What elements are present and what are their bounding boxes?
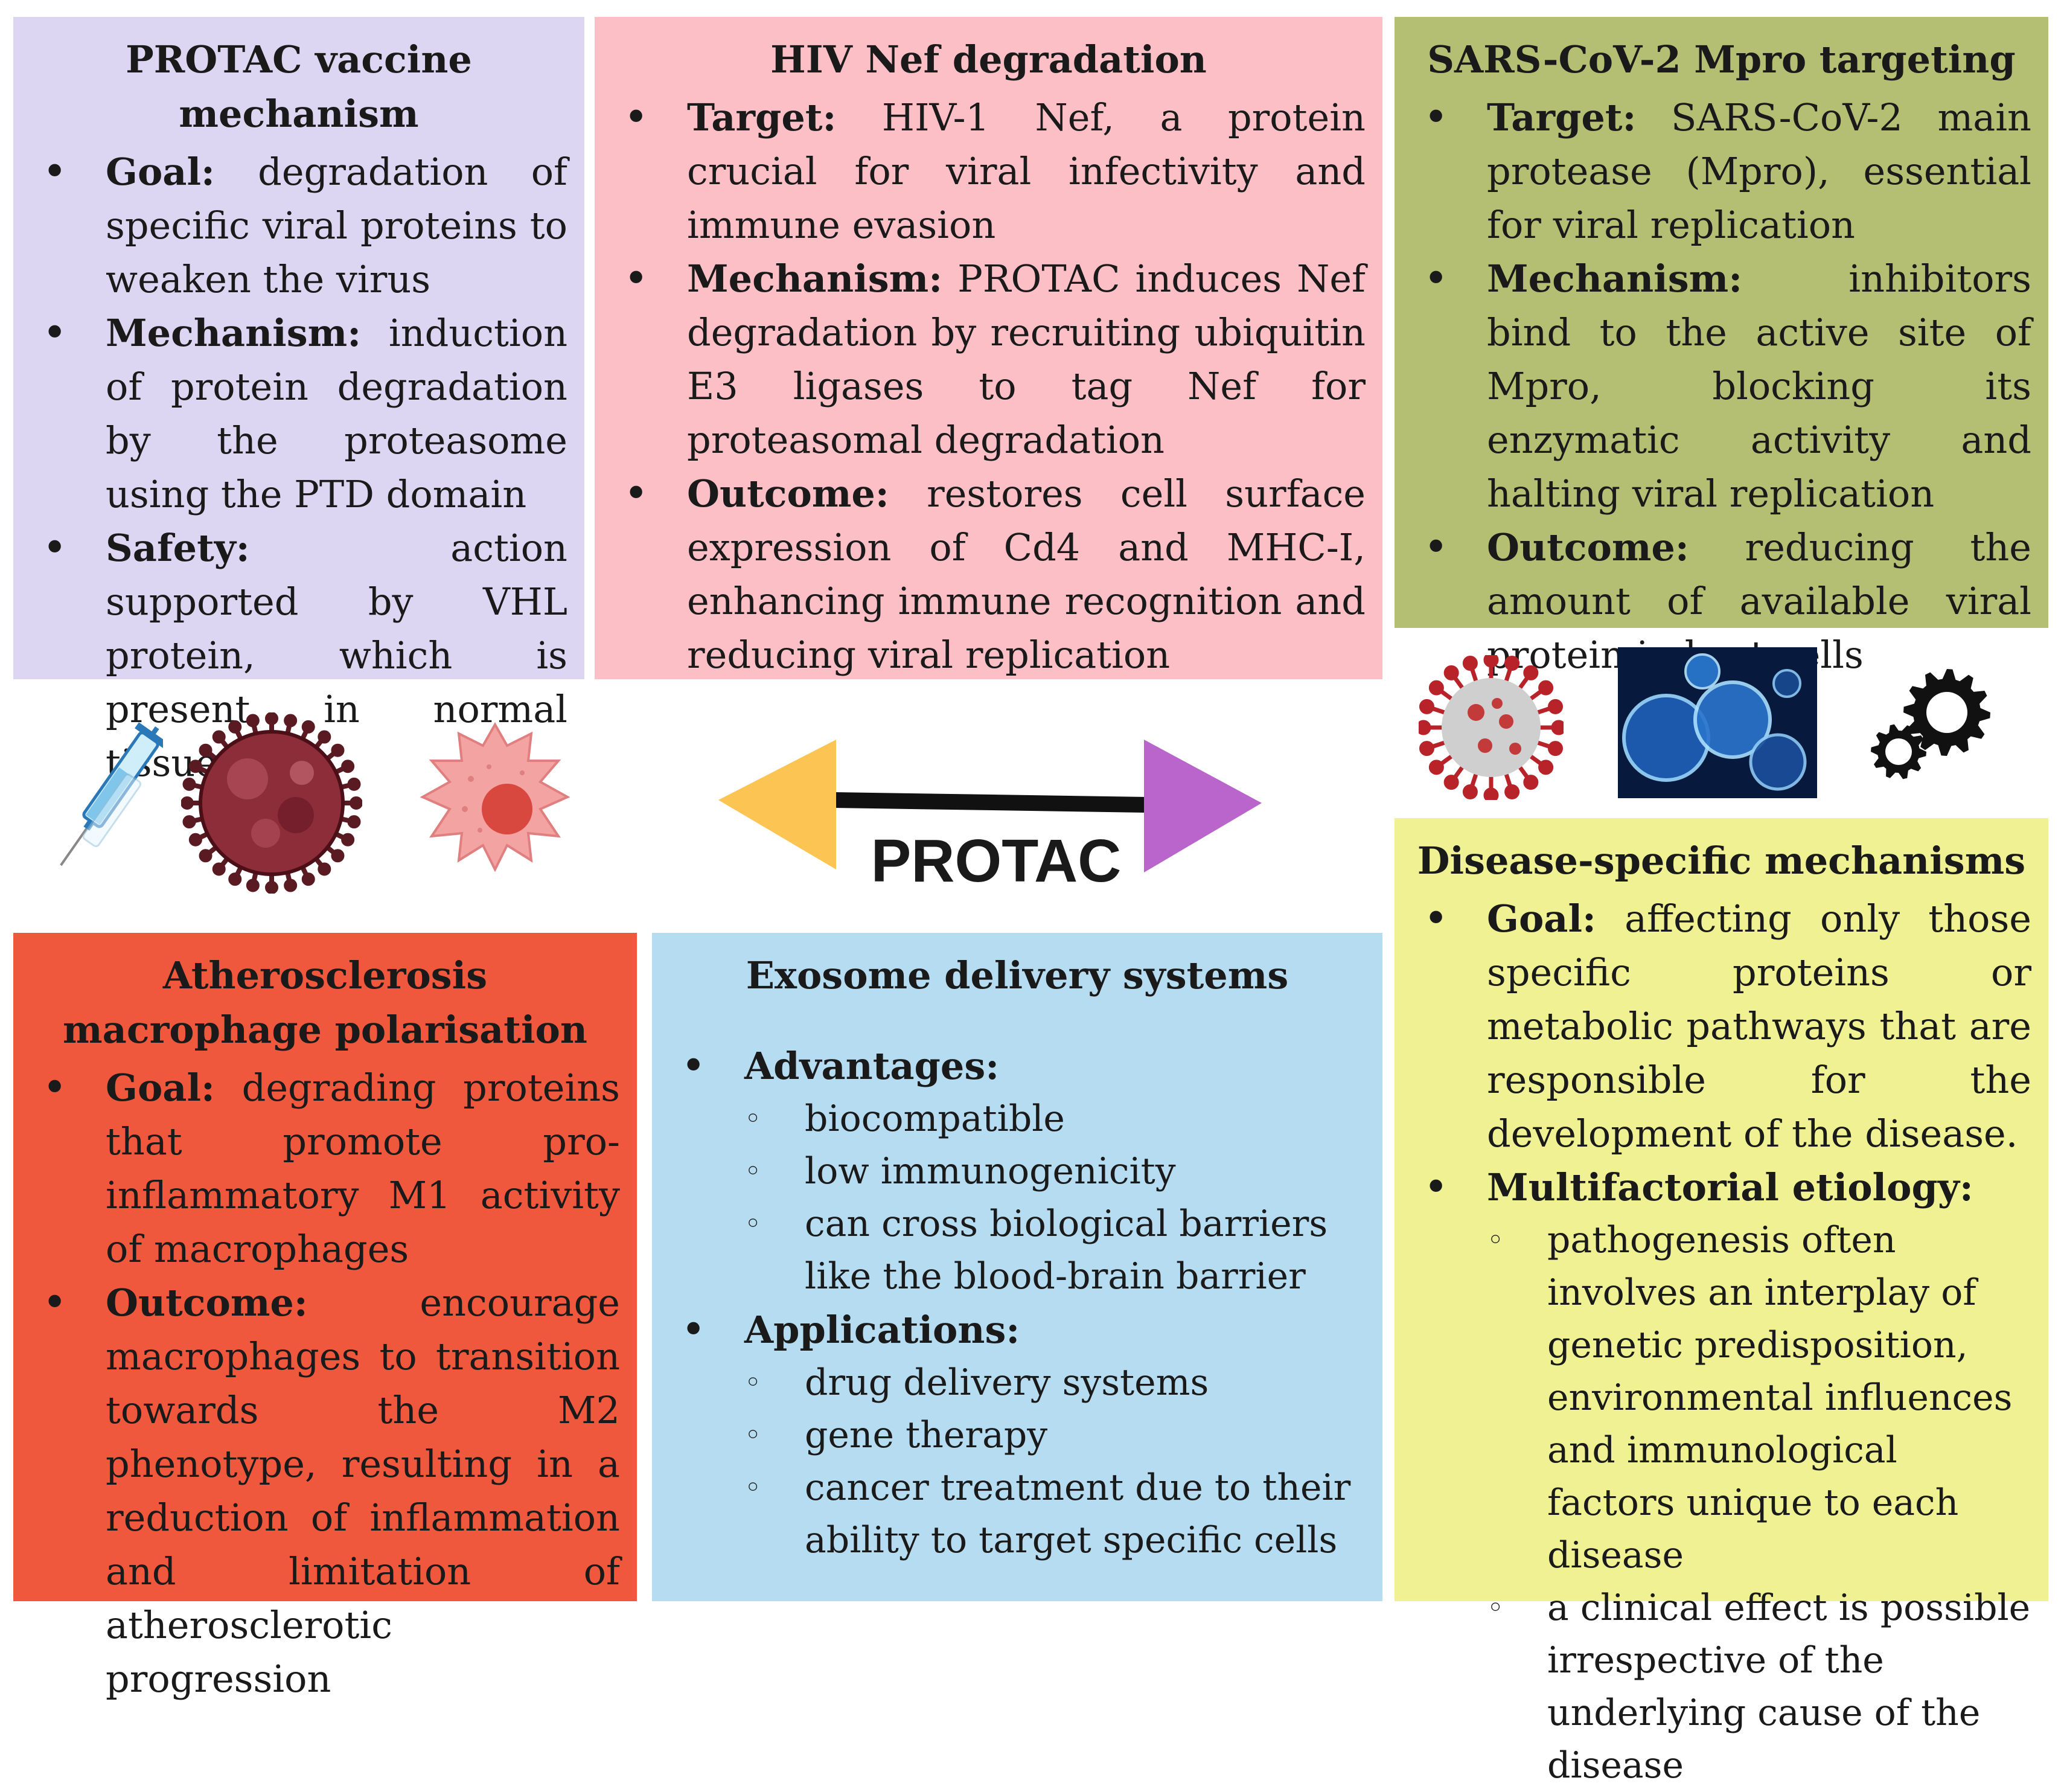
spike-tip	[347, 777, 361, 791]
sars-item-outcome: Outcome: reducing the amount of availabl…	[1411, 520, 2031, 682]
vaccine-item-goal: Goal: degradation of specific viral prot…	[30, 145, 567, 306]
spike-tip	[1538, 680, 1554, 696]
spike-tip	[265, 881, 278, 894]
spike-tip	[246, 878, 260, 892]
spike-tip	[1538, 760, 1554, 775]
disease-sub-item: pathogenesis often involves an interplay…	[1487, 1214, 2031, 1582]
spike-tip	[284, 714, 298, 728]
exosome-advantage-item: biocompatible	[744, 1093, 1366, 1145]
spike-tip	[181, 796, 194, 810]
spike-tip	[1548, 741, 1564, 757]
athero-title: Atherosclerosis macrophage polarisation	[63, 953, 587, 1052]
exosome-advantage-item: low immunogenicity	[744, 1145, 1366, 1198]
spike-tip	[1551, 720, 1564, 735]
sars-mpro-panel: SARS-CoV-2 Mpro targeting Target: SARS-C…	[1395, 17, 2048, 677]
gear-hole	[1926, 692, 1967, 733]
spike-tip	[265, 712, 278, 725]
vaccine-mechanism-panel: PROTAC vaccine mechanism Goal: degradati…	[13, 17, 584, 785]
spike-tip	[1419, 741, 1434, 757]
sars-item-mechanism: Mechanism: inhibitors bind to the active…	[1411, 252, 2031, 520]
spike-tip	[1504, 655, 1520, 671]
disease-item-etiology: Multifactorial etiology: pathogenesis of…	[1411, 1160, 2031, 1792]
vaccine-item-mechanism: Mechanism: induction of protein degradat…	[30, 306, 567, 521]
hiv-item-target: Target: HIV-1 Nef, a protein crucial for…	[612, 91, 1366, 252]
spike-tip	[1462, 784, 1478, 800]
spike-tip	[1428, 760, 1444, 775]
gear-hole	[1885, 738, 1912, 765]
spike-tip	[199, 849, 212, 863]
hiv-item-outcome: Outcome: restores cell surface expressio…	[612, 467, 1366, 682]
virus-icon	[181, 712, 362, 894]
spike-tip	[1523, 775, 1539, 790]
disease-specific-panel: Disease-specific mechanisms Goal: affect…	[1395, 818, 2048, 1787]
sars-item-target: Target: SARS-CoV-2 main protease (Mpro),…	[1411, 91, 2031, 252]
spike-tip	[331, 849, 345, 863]
spike-tip	[284, 878, 298, 892]
spike-tip	[188, 760, 202, 773]
vaccine-item-safety: Safety: action supported by VHL protein,…	[30, 521, 567, 790]
exosome-advantages: Advantages: biocompatible low immunogeni…	[669, 1039, 1366, 1303]
hiv-item-mechanism: Mechanism: PROTAC induces Nef degradatio…	[612, 252, 1366, 467]
spike-tip	[228, 720, 242, 734]
spike-tip	[341, 760, 355, 773]
spike-tip	[182, 777, 196, 791]
spike-tip	[347, 815, 361, 829]
exosome-application-item: cancer treatment due to their ability to…	[744, 1462, 1366, 1567]
coronavirus-icon	[1419, 655, 1564, 800]
spike-tip	[318, 730, 331, 744]
spike-tip	[1483, 655, 1499, 668]
sars-title: SARS-CoV-2 Mpro targeting	[1427, 37, 2016, 82]
spike-tip	[301, 720, 315, 734]
spike-tip	[1504, 784, 1520, 800]
spike-tip	[212, 730, 226, 744]
spike-tip	[1523, 665, 1539, 680]
vaccine-title: PROTAC vaccine mechanism	[126, 37, 472, 136]
spike-tip	[1483, 787, 1499, 800]
hiv-nef-panel: HIV Nef degradation Target: HIV-1 Nef, a…	[595, 17, 1382, 679]
spike-tip	[1462, 655, 1478, 671]
spike-tip	[1548, 699, 1564, 714]
macrophage-icon	[420, 722, 570, 872]
exosome-applications: Applications: drug delivery systems gene…	[669, 1303, 1366, 1567]
athero-item-goal: Goal: degrading proteins that promote pr…	[30, 1061, 620, 1276]
disease-title: Disease-specific mechanisms	[1417, 839, 2026, 883]
gears-icon	[1871, 669, 1990, 779]
spike-tip	[1428, 680, 1444, 696]
spike-tip	[1419, 720, 1431, 735]
protac-label: PROTAC	[871, 827, 1122, 895]
spike-tip	[350, 796, 362, 810]
exosome-application-item: gene therapy	[744, 1409, 1366, 1462]
spike-tip	[1443, 665, 1459, 680]
spike-tip	[301, 872, 315, 886]
exosome-application-item: drug delivery systems	[744, 1357, 1366, 1409]
athero-item-outcome: Outcome: encourage macrophages to transi…	[30, 1276, 620, 1706]
double-arrow-icon	[718, 740, 1262, 872]
spike-tip	[182, 815, 196, 829]
spike-tip	[341, 833, 355, 846]
exosome-advantage-item: can cross biological barriers like the b…	[744, 1198, 1366, 1303]
spike-tip	[331, 743, 345, 757]
spike-tip	[1419, 699, 1434, 714]
disease-sub-item: a clinical effect is possible irrespecti…	[1487, 1582, 2031, 1792]
syringe-icon	[60, 722, 163, 866]
spike-tip	[246, 714, 260, 728]
spike-tip	[188, 833, 202, 846]
disease-item-goal: Goal: affecting only those specific prot…	[1411, 892, 2031, 1160]
atherosclerosis-panel: Atherosclerosis macrophage polarisation …	[13, 933, 637, 1701]
exosome-vesicles-icon	[1618, 647, 1817, 798]
spike-tip	[318, 862, 331, 876]
spike-tip	[199, 743, 212, 757]
exosome-panel: Exosome delivery systems Advantages: bio…	[652, 933, 1382, 1601]
spike-tip	[228, 872, 242, 886]
spike-tip	[1443, 775, 1459, 790]
spike-tip	[212, 862, 226, 876]
exosome-title: Exosome delivery systems	[746, 953, 1289, 997]
hiv-title: HIV Nef degradation	[770, 37, 1207, 82]
